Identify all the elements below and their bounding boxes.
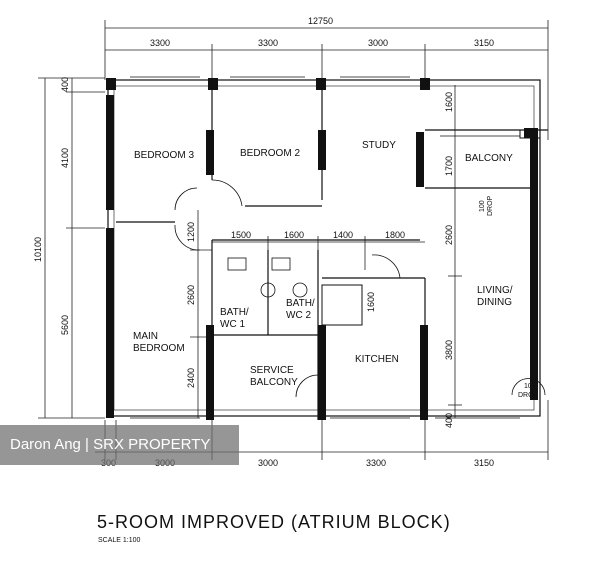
left-dim-2: 4100: [60, 148, 70, 168]
door-swings: [174, 179, 546, 398]
room-service-line1: SERVICE: [250, 365, 294, 376]
right-dim-1: 1600: [444, 92, 454, 112]
living-drop-label: DROP: [518, 392, 539, 399]
top-dim-2: 3300: [258, 38, 278, 48]
room-living-line2: DINING: [477, 297, 512, 308]
living-drop-value: 100: [524, 383, 536, 390]
room-bath2-line2: WC 2: [286, 310, 311, 321]
inner-dim-2: 1600: [284, 230, 304, 240]
room-bath1-line2: WC 1: [220, 319, 245, 330]
inner-dim-1: 1500: [231, 230, 251, 240]
left-outer-dim: 10100: [33, 237, 43, 262]
left-dim-3: 5600: [60, 315, 70, 335]
room-bath1-line1: BATH/: [220, 307, 249, 318]
top-dim-3: 3000: [368, 38, 388, 48]
top-dim-4: 3150: [474, 38, 494, 48]
inner-dim-3: 1400: [333, 230, 353, 240]
right-dim-5: 400: [444, 413, 454, 428]
overall-width-label: 12750: [308, 16, 333, 26]
top-dim-1: 3300: [150, 38, 170, 48]
watermark-banner: Daron Ang | SRX PROPERTY: [0, 425, 239, 465]
room-main-bedroom-line2: BEDROOM: [133, 343, 185, 354]
right-dim-3: 2600: [444, 225, 454, 245]
plan-title: 5-ROOM IMPROVED (ATRIUM BLOCK): [97, 512, 451, 532]
bottom-dim-3: 3000: [258, 458, 278, 468]
room-balcony: BALCONY: [465, 153, 513, 164]
balcony-drop-value: 100: [479, 200, 486, 212]
walls: [106, 78, 548, 420]
room-main-bedroom-line1: MAIN: [133, 331, 158, 342]
right-dim-4: 3800: [444, 340, 454, 360]
room-service-line2: BALCONY: [250, 377, 298, 388]
left-inner-dim-1: 1200: [186, 222, 196, 242]
room-study: STUDY: [362, 140, 396, 151]
right-dim-2: 1700: [444, 156, 454, 176]
plan-scale: SCALE 1:100: [98, 537, 141, 544]
left-inner-dim-2: 2600: [186, 285, 196, 305]
bottom-dim-5: 3150: [474, 458, 494, 468]
room-bath2-line1: BATH/: [286, 298, 315, 309]
window-marks: [130, 76, 520, 419]
room-bedroom-3: BEDROOM 3: [134, 150, 194, 161]
room-living-line1: LIVING/: [477, 285, 513, 296]
left-dim-1: 400: [60, 77, 70, 92]
kitchen-door-dim: 1600: [366, 292, 376, 312]
room-kitchen: KITCHEN: [355, 354, 399, 365]
bottom-dim-4: 3300: [366, 458, 386, 468]
left-inner-dim-3: 2400: [186, 368, 196, 388]
room-bedroom-2: BEDROOM 2: [240, 148, 300, 159]
balcony-drop-label: DROP: [487, 195, 494, 216]
inner-dim-4: 1800: [385, 230, 405, 240]
